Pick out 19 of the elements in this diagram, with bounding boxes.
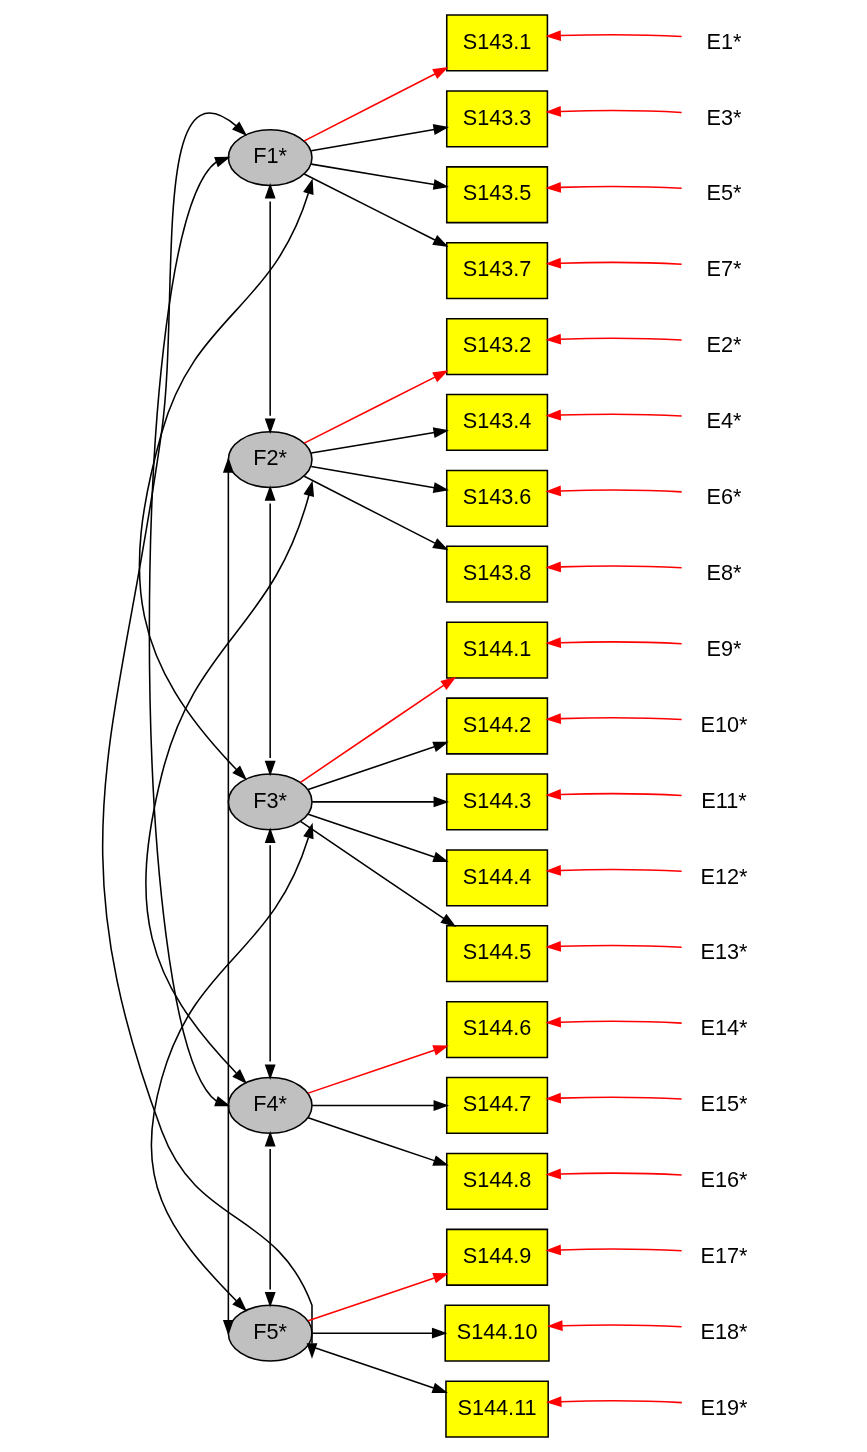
node-text: E17* (699, 1242, 747, 1268)
node-text: E10* (699, 711, 747, 737)
node-text: E11* (700, 787, 747, 813)
node-text: E12* (699, 863, 747, 889)
node-text: E2* (706, 332, 741, 358)
node-text: E5* (706, 180, 741, 206)
node-text: E3* (706, 104, 741, 130)
node-text: E15* (699, 1091, 747, 1117)
node-text: E6* (706, 484, 741, 510)
node-text: E13* (699, 939, 747, 965)
node-text: E4* (706, 408, 741, 434)
node-text: E16* (699, 1167, 747, 1193)
node-text: E1* (706, 28, 741, 54)
node-text: E8* (706, 559, 741, 585)
node-text: E14* (699, 1015, 747, 1041)
node-text: E18* (699, 1318, 747, 1344)
node-text: E7* (706, 256, 741, 282)
node-text: E19* (699, 1394, 747, 1420)
node-text: E9* (706, 635, 741, 661)
